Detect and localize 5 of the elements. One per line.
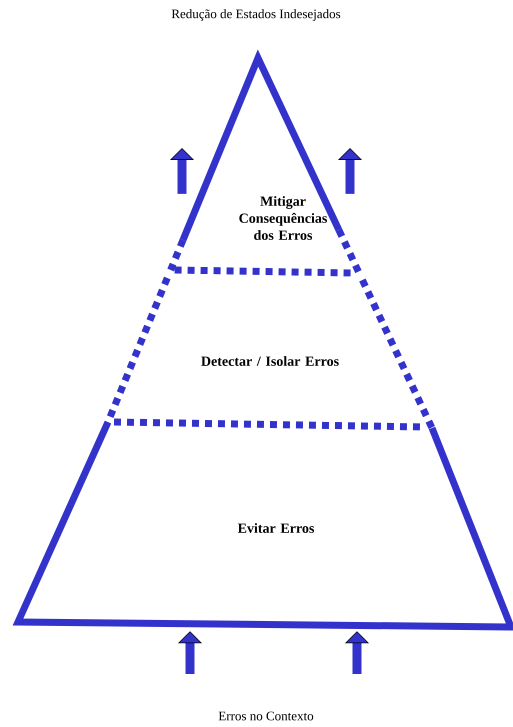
pyramid-band: Evitar Erros [12, 420, 513, 631]
pyramid-band: Mitigar Consequências dos Erros [167, 49, 362, 276]
caption-text: Erros no Contexto [218, 712, 314, 720]
pyramid-band: Detectar / Isolar Erros [104, 276, 436, 430]
caption-text: Redução de Estados Indesejados [172, 9, 340, 21]
